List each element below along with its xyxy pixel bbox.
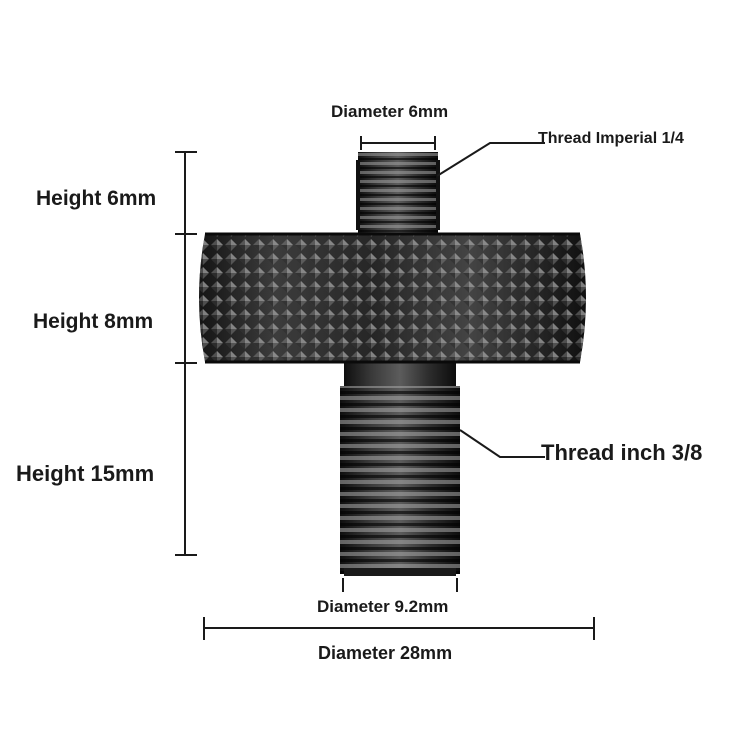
thread-top-label: Thread Imperial 1/4 [538, 130, 684, 147]
bottom-diameter-ticks [342, 578, 458, 592]
height-bottom-label: Height 15mm [16, 461, 155, 486]
thread-top-leader [436, 142, 545, 177]
thread-bottom-label: Thread inch 3/8 [541, 440, 703, 465]
knurled-knob [199, 232, 586, 364]
height-top-label: Height 6mm [36, 187, 157, 210]
knob-diameter-line [203, 617, 595, 640]
bottom-thread [340, 362, 460, 576]
height-dimension-lines [175, 151, 197, 556]
thread-bottom-leader [459, 429, 545, 458]
height-mid-label: Height 8mm [33, 310, 154, 333]
diameter-top-label: Diameter 6mm [331, 102, 449, 121]
top-thread [356, 152, 440, 234]
top-diameter-bracket [360, 136, 436, 150]
diameter-bottom-label: Diameter 9.2mm [317, 597, 449, 616]
diameter-knob-label: Diameter 28mm [318, 643, 453, 663]
